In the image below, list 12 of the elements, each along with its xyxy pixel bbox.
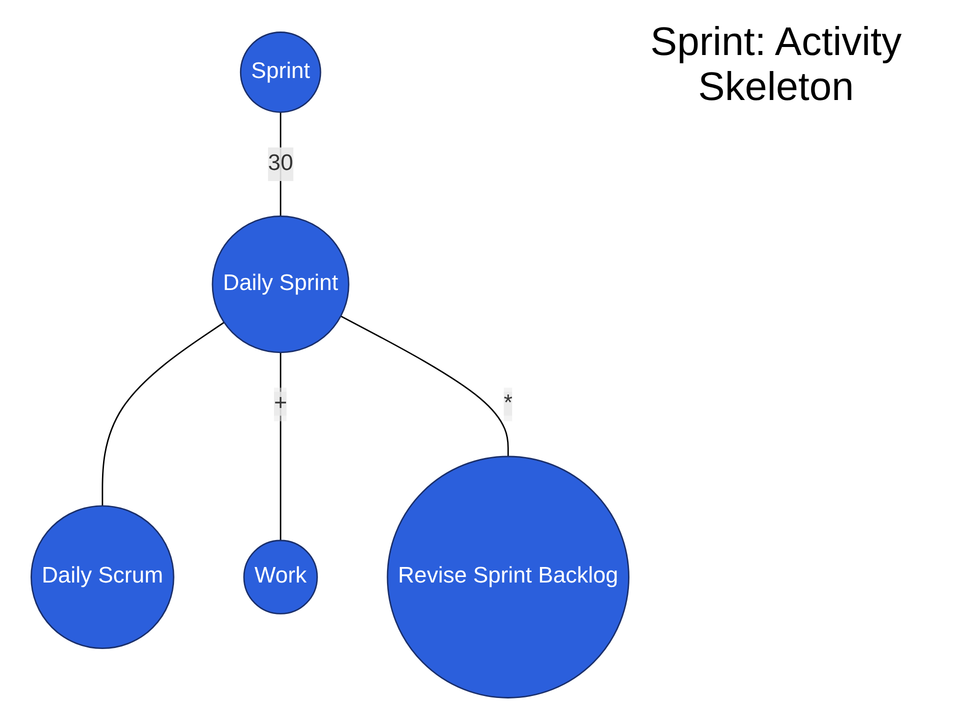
node-circle: Daily Sprint xyxy=(212,216,350,354)
edge-label: + xyxy=(274,392,288,416)
node-circle: Revise Sprint Backlog xyxy=(386,456,630,698)
connector xyxy=(280,352,282,540)
edge-label: * xyxy=(504,392,513,416)
diagram-title: Sprint: Activity Skeleton xyxy=(649,20,903,110)
connector xyxy=(102,322,225,506)
connector xyxy=(340,315,509,456)
node-circle: Sprint xyxy=(240,32,322,113)
node-circle: Work xyxy=(243,540,318,614)
node-circle: Daily Scrum xyxy=(30,505,174,650)
edge-label: 30 xyxy=(268,152,294,176)
